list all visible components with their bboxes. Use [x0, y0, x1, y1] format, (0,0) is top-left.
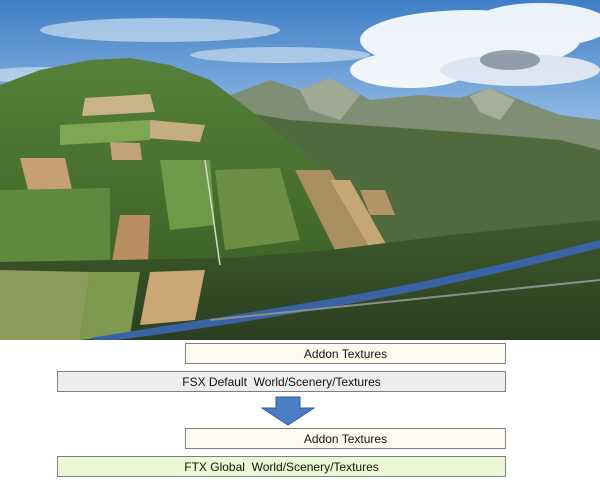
fsx-default-textures-label: FSX Default World/Scenery/Textures [182, 374, 381, 389]
addon-textures-box-top: Addon Textures [185, 343, 506, 364]
foreground-fields [0, 270, 205, 340]
addon-textures-label-bottom: Addon Textures [303, 431, 388, 446]
addon-textures-label-top: Addon Textures [303, 346, 388, 361]
road [209, 279, 600, 321]
scenery-screenshot [0, 0, 600, 340]
ftx-global-textures-box: FTX Global World/Scenery/Textures [57, 456, 506, 477]
ftx-global-textures-label: FTX Global World/Scenery/Textures [184, 459, 379, 474]
fsx-default-textures-box: FSX Default World/Scenery/Textures [57, 371, 506, 392]
fields [0, 94, 395, 270]
addon-textures-box-bottom: Addon Textures [185, 428, 506, 449]
river [90, 240, 600, 340]
down-arrow-icon [260, 396, 316, 426]
